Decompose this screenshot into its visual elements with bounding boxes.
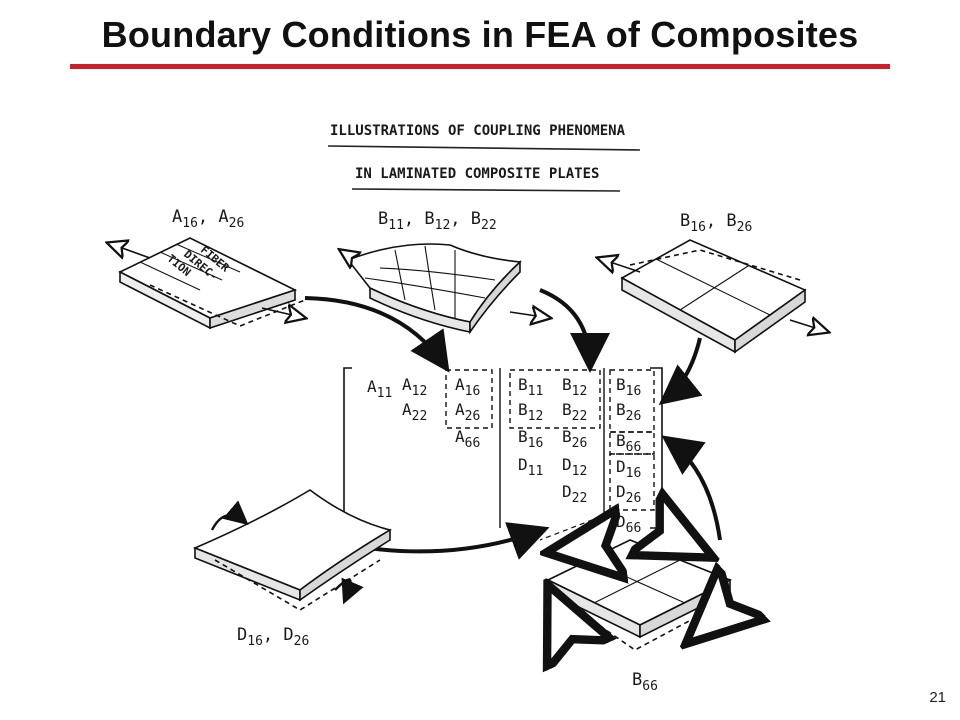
matrix-d66: D66 bbox=[616, 512, 641, 536]
label-b11-b12-b22: B11, B12, B22 bbox=[378, 209, 497, 233]
label-a16-a26: A16, A26 bbox=[172, 207, 244, 231]
label-b16-b26: B16, B26 bbox=[680, 211, 752, 235]
matrix-b11: B11 bbox=[518, 375, 543, 399]
matrix-a11: A11 bbox=[367, 377, 392, 401]
plate-b11-b12-b22 bbox=[340, 243, 550, 335]
arrow-d16-to-matrix bbox=[367, 522, 550, 560]
label-d16-d26: D16, D26 bbox=[237, 625, 309, 649]
page-number: 21 bbox=[929, 689, 946, 706]
matrix-a22: A22 bbox=[402, 400, 427, 424]
matrix-b12: B12 bbox=[562, 375, 587, 399]
matrix-d12: D12 bbox=[562, 455, 587, 479]
box-a16-a26 bbox=[445, 369, 493, 429]
matrix-a16: A16 bbox=[455, 375, 480, 399]
matrix-a12: A12 bbox=[402, 375, 427, 399]
title-underline bbox=[70, 64, 890, 69]
matrix-d22: D22 bbox=[562, 482, 587, 506]
pointer-arrows bbox=[304, 288, 722, 560]
arrow-b16-to-matrix bbox=[658, 337, 703, 406]
matrix-d26: D26 bbox=[616, 482, 641, 506]
plate-d16-d26 bbox=[192, 489, 393, 611]
matrix-b22: B22 bbox=[562, 400, 587, 424]
matrix-d11: D11 bbox=[518, 455, 543, 479]
stiffness-matrix: A11 A12 A16 A22 A26 A66 B11 B12 B12 B22 … bbox=[343, 367, 663, 541]
matrix-b66: B66 bbox=[616, 431, 641, 455]
box-b66 bbox=[609, 431, 655, 455]
matrix-a26: A26 bbox=[455, 400, 480, 424]
matrix-a66: A66 bbox=[455, 427, 480, 451]
arrow-b66-to-matrix bbox=[661, 435, 722, 541]
box-b11-b22 bbox=[509, 369, 601, 429]
plate-a16-a26 bbox=[108, 237, 305, 330]
matrix-d16: D16 bbox=[616, 457, 641, 481]
plate-b66 bbox=[548, 540, 732, 650]
plate-b16-b26 bbox=[598, 239, 828, 354]
arrow-b11-to-matrix bbox=[539, 288, 610, 373]
arrow-a16-to-matrix bbox=[304, 296, 450, 373]
matrix-b16: B16 bbox=[616, 375, 641, 399]
matrix-b12-lower: B12 bbox=[518, 400, 543, 424]
slide-title: Boundary Conditions in FEA of Composites bbox=[101, 14, 859, 55]
label-b66: B66 bbox=[632, 670, 658, 694]
heading-line-2: IN LAMINATED COMPOSITE PLATES bbox=[355, 166, 599, 182]
matrix-b26: B26 bbox=[616, 400, 641, 424]
heading-line-1: ILLUSTRATIONS OF COUPLING PHENOMENA bbox=[330, 123, 626, 139]
figure-heading: ILLUSTRATIONS OF COUPLING PHENOMENA IN L… bbox=[327, 123, 641, 192]
matrix-b16-mid: B16 bbox=[518, 427, 543, 451]
matrix-b26-mid: B26 bbox=[562, 427, 587, 451]
